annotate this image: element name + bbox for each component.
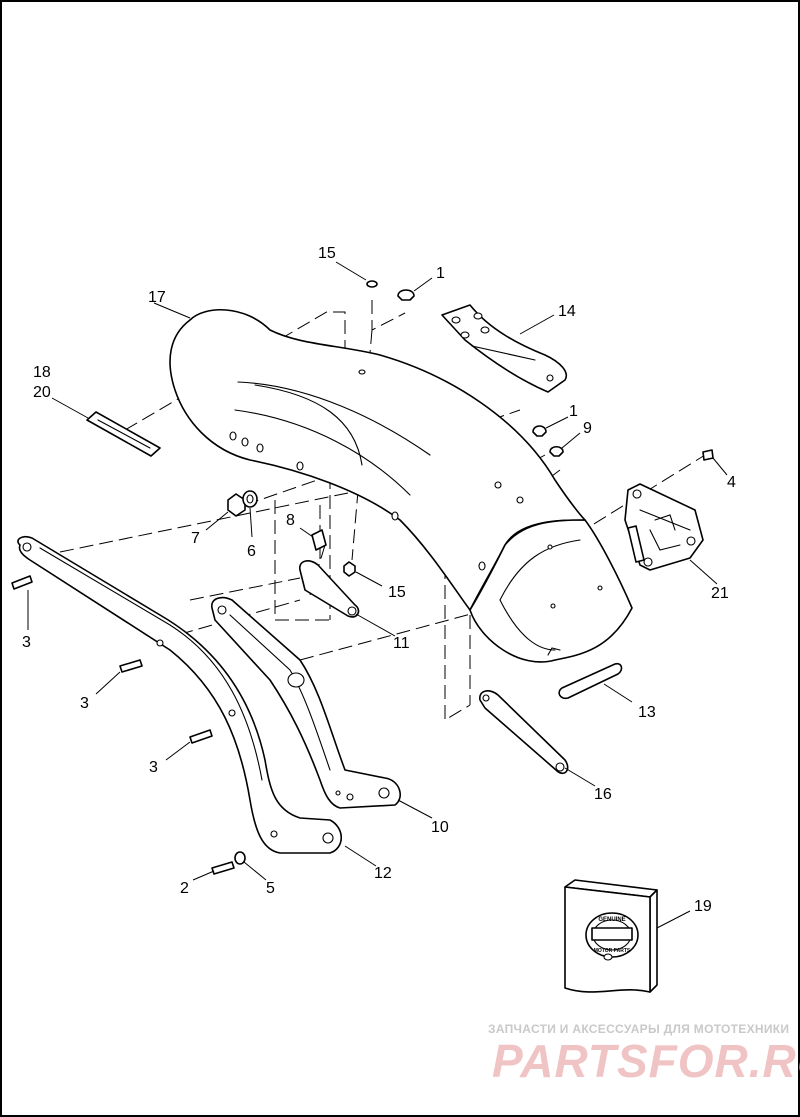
callout-13: 13 (638, 704, 656, 721)
callout-20: 20 (33, 384, 51, 401)
bar-13 (558, 662, 623, 700)
strap-16 (479, 690, 569, 775)
callout-7: 7 (191, 530, 200, 547)
fender-pad (441, 304, 567, 393)
callout-15-low: 15 (388, 584, 406, 601)
screw-3b (119, 659, 143, 673)
plug-9 (549, 445, 564, 457)
callout-3-b: 3 (80, 695, 89, 712)
screw-4 (702, 449, 714, 461)
callout-12: 12 (374, 865, 392, 882)
callout-9: 9 (583, 420, 592, 437)
washer-top (366, 280, 378, 288)
callout-1-top: 1 (436, 265, 445, 282)
callout-14: 14 (558, 303, 576, 320)
callout-17: 17 (148, 289, 166, 306)
callout-19: 19 (694, 898, 712, 915)
badge-line1: GENUINE (598, 917, 625, 923)
clip-8 (311, 529, 327, 551)
watermark-tagline: ЗАПЧАСТИ И АКСЕССУАРЫ ДЛЯ МОТОТЕХНИКИ (488, 1022, 790, 1036)
callout-10: 10 (431, 819, 449, 836)
callout-3-a: 3 (22, 634, 31, 651)
license-bracket (624, 483, 704, 571)
nut-7 (227, 493, 246, 517)
callout-18: 18 (33, 364, 51, 381)
screw-3a (11, 575, 33, 590)
bracket-11 (299, 560, 360, 618)
parts-kit-box: GENUINE MOTOR PARTS (564, 879, 658, 993)
callout-numbers: 15 1 17 14 18 20 1 9 4 7 6 8 15 21 3 11 … (22, 245, 736, 915)
leader-lines (27, 261, 728, 929)
callout-16: 16 (594, 786, 612, 803)
plug-mid (532, 425, 547, 437)
screw-2 (211, 861, 235, 875)
callout-2: 2 (180, 880, 189, 897)
callout-8: 8 (286, 512, 295, 529)
callout-4: 4 (727, 474, 736, 491)
fender-support (211, 596, 401, 809)
callout-5: 5 (266, 880, 275, 897)
callout-6: 6 (247, 543, 256, 560)
callout-11: 11 (393, 635, 410, 652)
rear-fender (169, 309, 633, 663)
watermark-brand: PARTSFOR.RU (492, 1035, 800, 1087)
hardware (11, 280, 714, 875)
callout-21: 21 (711, 585, 729, 602)
reflector (86, 411, 161, 457)
badge-line2: MOTOR PARTS (594, 948, 631, 954)
plug-top (397, 289, 415, 301)
callout-3-c: 3 (149, 759, 158, 776)
washer-5 (234, 851, 246, 865)
screw-3c (189, 729, 213, 744)
callout-1-mid: 1 (569, 403, 578, 420)
nut-15 (343, 561, 356, 577)
fender-strut-left (17, 535, 343, 854)
callout-15-top: 15 (318, 245, 336, 262)
